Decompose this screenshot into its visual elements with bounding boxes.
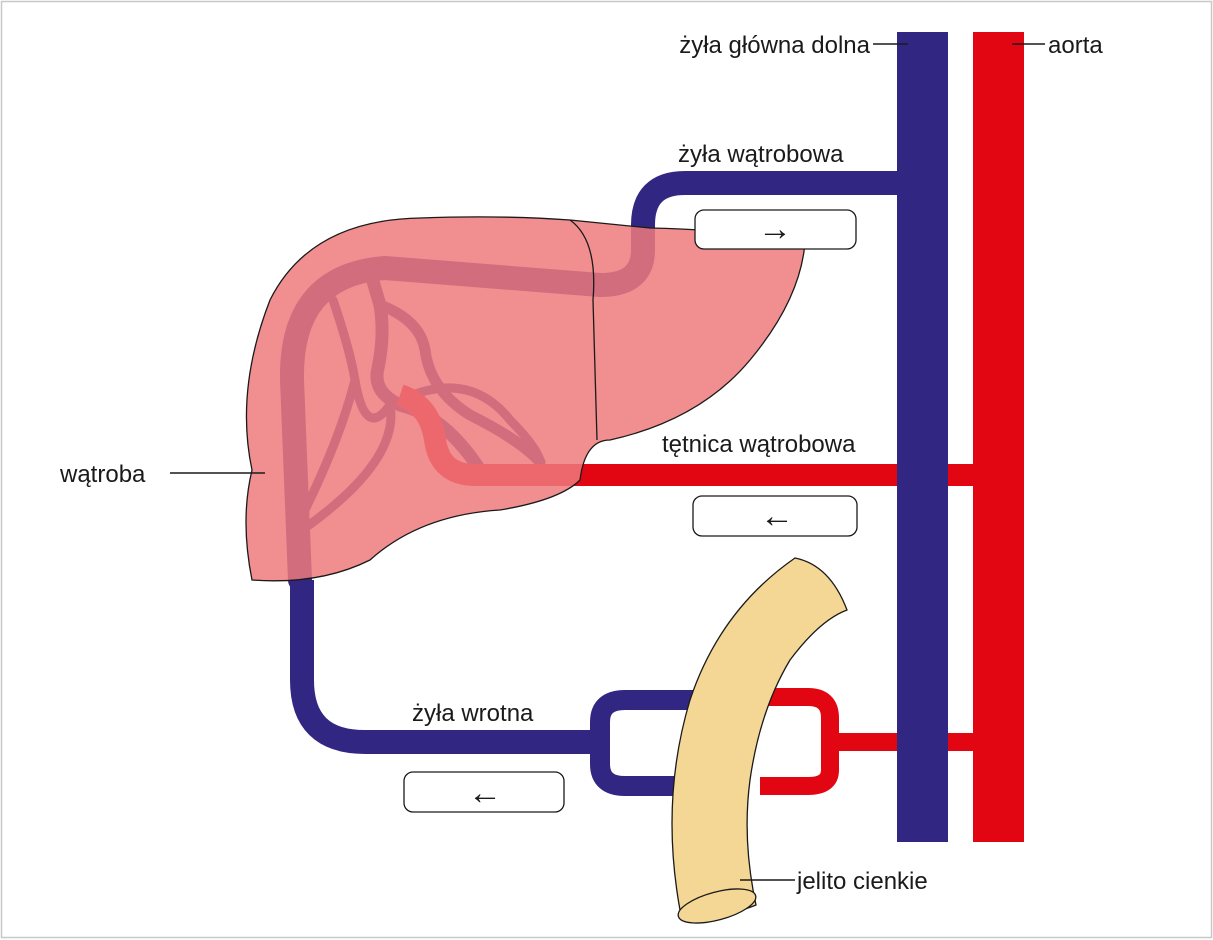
aorta-label: aorta bbox=[1048, 32, 1103, 59]
portal-vein-label: żyła wrotna bbox=[412, 700, 534, 727]
right-arrow-icon: → bbox=[758, 210, 792, 248]
inferior-vena-cava bbox=[897, 32, 948, 842]
left-arrow-icon: ← bbox=[468, 774, 502, 812]
small-intestine-label: jelito cienkie bbox=[796, 868, 928, 895]
hepatic-artery-flow-box: ← bbox=[693, 496, 857, 536]
hepatic-vein-flow-box: → bbox=[695, 210, 856, 249]
hepatic-artery-label: tętnica wątrobowa bbox=[662, 431, 856, 458]
aorta-trunk bbox=[973, 32, 1024, 842]
liver-label: wątroba bbox=[59, 461, 146, 488]
hepatic-vein-label: żyła wątrobowa bbox=[678, 141, 844, 168]
portal-vein-flow-box: ← bbox=[404, 772, 564, 812]
left-arrow-icon: ← bbox=[760, 497, 794, 535]
ivc-label: żyła główna dolna bbox=[679, 32, 870, 59]
